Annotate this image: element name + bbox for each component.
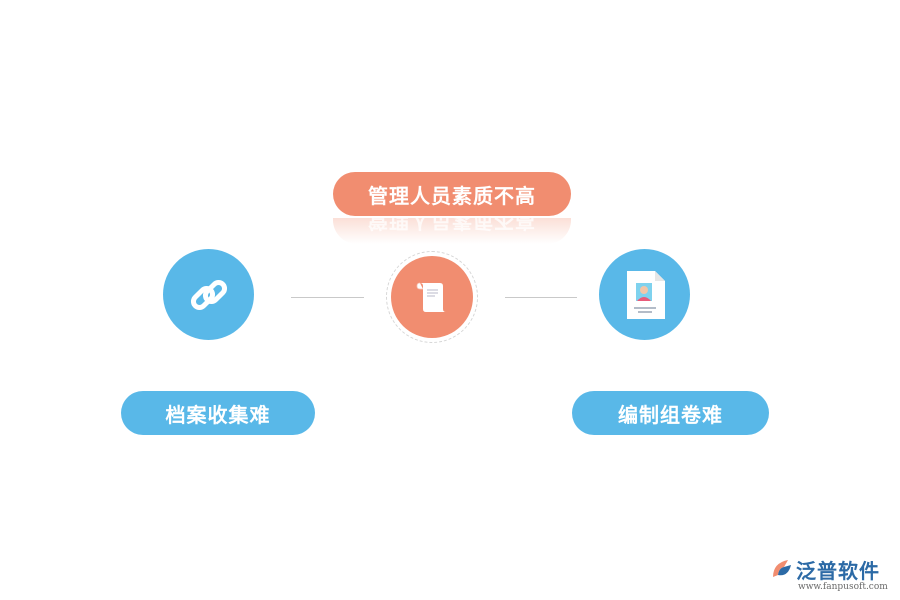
right-node-circle — [599, 249, 690, 340]
left-node-circle — [163, 249, 254, 340]
center-node-circle — [391, 256, 473, 338]
top-label-pill: 管理人员素质不高 — [333, 172, 571, 216]
top-label-reflection: 管理人员素质不高 — [333, 218, 571, 244]
scroll-document-icon — [416, 282, 446, 312]
brand-logo: 泛普软件 www.fanpusoft.com — [770, 555, 892, 595]
logo-url: www.fanpusoft.com — [798, 582, 888, 592]
left-label-text: 档案收集难 — [165, 402, 271, 427]
left-label-pill: 档案收集难 — [121, 391, 315, 435]
profile-document-icon — [626, 270, 665, 319]
chain-link-icon — [190, 279, 227, 310]
center-node-ring — [386, 251, 478, 343]
top-label-text: 管理人员素质不高 — [368, 183, 536, 208]
logo-mark-icon — [773, 560, 791, 577]
logo-name: 泛普软件 — [796, 559, 880, 583]
connector-right — [505, 297, 577, 298]
right-label-pill: 编制组卷难 — [572, 391, 769, 435]
right-label-text: 编制组卷难 — [618, 402, 723, 427]
connector-left — [291, 297, 364, 298]
